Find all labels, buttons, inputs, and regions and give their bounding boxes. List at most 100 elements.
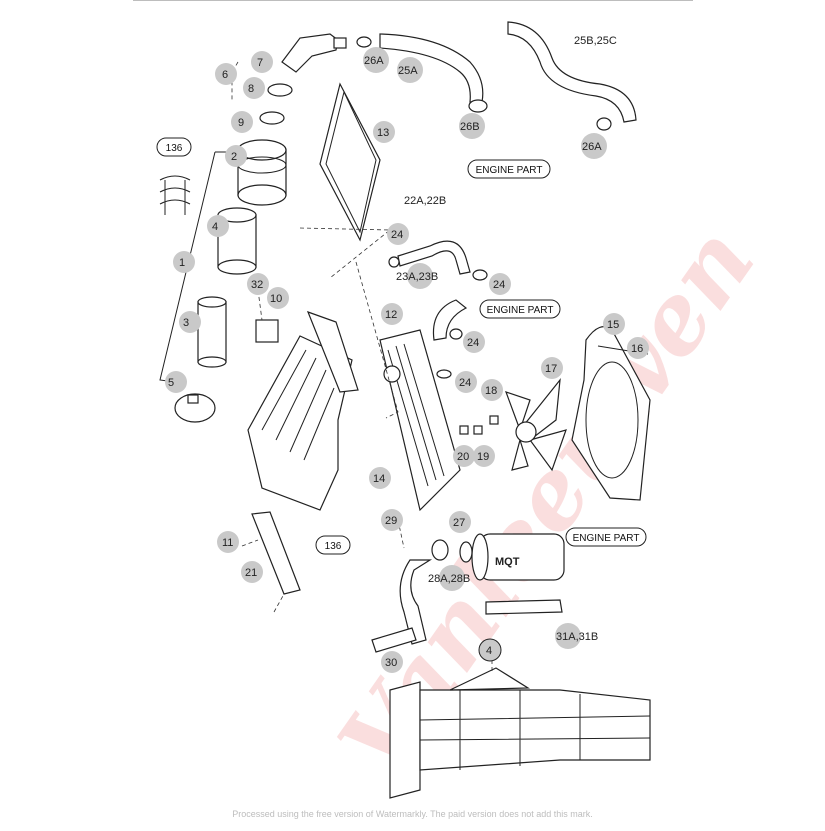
callout-4: 4 [207, 215, 229, 237]
callout-25A: 25A [397, 57, 423, 83]
ring-9 [259, 111, 285, 125]
svg-text:23A,23B: 23A,23B [396, 271, 438, 283]
svg-text:11: 11 [222, 537, 233, 549]
callout-14: 14 [369, 467, 391, 489]
frame-braces [261, 349, 335, 461]
callout-12: 12 [381, 303, 403, 325]
callout-30: 30 [381, 651, 403, 673]
fan-blade-4 [511, 437, 529, 471]
svg-text:29: 29 [385, 515, 397, 527]
screen-leader [299, 227, 392, 279]
hose-25b-25c [507, 21, 637, 123]
callout-1: 1 [173, 251, 195, 273]
boxed-labels: ENGINE PART ENGINE PART ENGINE PART 136 … [156, 137, 647, 555]
main-frame-4 [389, 660, 651, 799]
svg-text:10: 10 [270, 293, 282, 305]
leader-6 [231, 61, 239, 100]
callout-17: 17 [541, 357, 563, 379]
side-cover-leaders [241, 539, 285, 613]
radiator-leader [355, 261, 399, 419]
clamp-24b [472, 269, 488, 281]
side-cover-21 [241, 511, 301, 613]
callout-18: 18 [481, 379, 503, 401]
callout-10: 10 [267, 287, 289, 309]
svg-text:25B,25C: 25B,25C [574, 35, 617, 47]
svg-text:30: 30 [385, 657, 397, 669]
svg-text:17: 17 [545, 363, 557, 375]
svg-text:3: 3 [183, 317, 189, 329]
callout-26A-top: 26A [363, 47, 389, 73]
callout-7: 7 [251, 51, 273, 73]
callout-9: 9 [231, 111, 253, 133]
svg-text:136: 136 [325, 541, 342, 552]
top-rule [133, 0, 693, 1]
muffler-body [479, 533, 565, 581]
hose-25a [379, 33, 484, 103]
inner-element-top [197, 296, 227, 308]
leader-29 [397, 519, 405, 549]
filter-element-inner [197, 301, 227, 363]
band-1 [159, 175, 191, 181]
callout-3: 3 [179, 311, 201, 333]
callout-24-b: 24 [489, 273, 511, 295]
svg-text:25A: 25A [398, 65, 418, 77]
svg-text:20: 20 [457, 451, 469, 463]
svg-text:22A,22B: 22A,22B [404, 195, 446, 207]
engine-part-label-2: ENGINE PART [479, 299, 561, 319]
svg-text:ENGINE PART: ENGINE PART [476, 165, 543, 176]
band-3 [159, 199, 191, 205]
engine-part-label-1: ENGINE PART [467, 159, 551, 179]
fan-hub [515, 421, 537, 443]
callout-19: 19 [473, 445, 495, 467]
callout-4-bottom: 4 [478, 638, 502, 662]
callout-6: 6 [215, 63, 237, 85]
mid-hose-group [388, 240, 488, 379]
radiator-core [379, 329, 461, 512]
callout-22A-22B: 22A,22B [404, 195, 446, 207]
side-cover [251, 511, 301, 595]
callout-8: 8 [243, 77, 265, 99]
radiator-screen [319, 82, 381, 242]
muffler-stamp: MQT [495, 556, 520, 568]
frame-rails [419, 689, 651, 771]
callout-21: 21 [241, 561, 263, 583]
callout-2: 2 [225, 145, 247, 167]
engine-part-label-3: ENGINE PART [565, 527, 647, 547]
svg-text:21: 21 [245, 567, 257, 579]
callout-24-a: 24 [387, 223, 409, 245]
clamp-24a [388, 256, 400, 268]
dust-cap [174, 393, 216, 423]
inner-element-bottom [197, 356, 227, 368]
callout-32: 32 [247, 273, 269, 295]
bracket-32 [255, 319, 279, 343]
ref-136-top: 136 [156, 137, 192, 157]
radiator-cap [383, 365, 401, 383]
callout-13: 13 [373, 121, 395, 143]
svg-text:26B: 26B [460, 121, 480, 133]
callout-27: 27 [449, 511, 471, 533]
frame-top-plate [449, 667, 531, 691]
bolt-18 [489, 415, 499, 425]
svg-text:18: 18 [485, 385, 497, 397]
callout-31A-31B: 31A,31B [555, 623, 598, 649]
screen-13 [299, 82, 392, 279]
svg-text:6: 6 [222, 69, 228, 81]
clamp-26a-right [596, 117, 612, 131]
svg-text:26A: 26A [582, 141, 602, 153]
air-cleaner-bottom [237, 184, 287, 206]
fan-group [459, 326, 651, 501]
svg-text:27: 27 [453, 517, 465, 529]
band-2 [159, 187, 191, 193]
clamp-24d [436, 369, 452, 379]
frame-body [247, 335, 353, 511]
svg-text:4: 4 [212, 221, 218, 233]
fan-blade-3 [505, 391, 531, 432]
leader-32 [257, 289, 263, 321]
ref-136-bottom: 136 [315, 535, 351, 555]
clamp-24c [449, 328, 463, 340]
svg-text:19: 19 [477, 451, 489, 463]
side-plate [306, 310, 359, 393]
tail-pipe [371, 627, 417, 653]
spacer-19 [473, 425, 483, 435]
svg-text:ENGINE PART: ENGINE PART [487, 305, 554, 316]
